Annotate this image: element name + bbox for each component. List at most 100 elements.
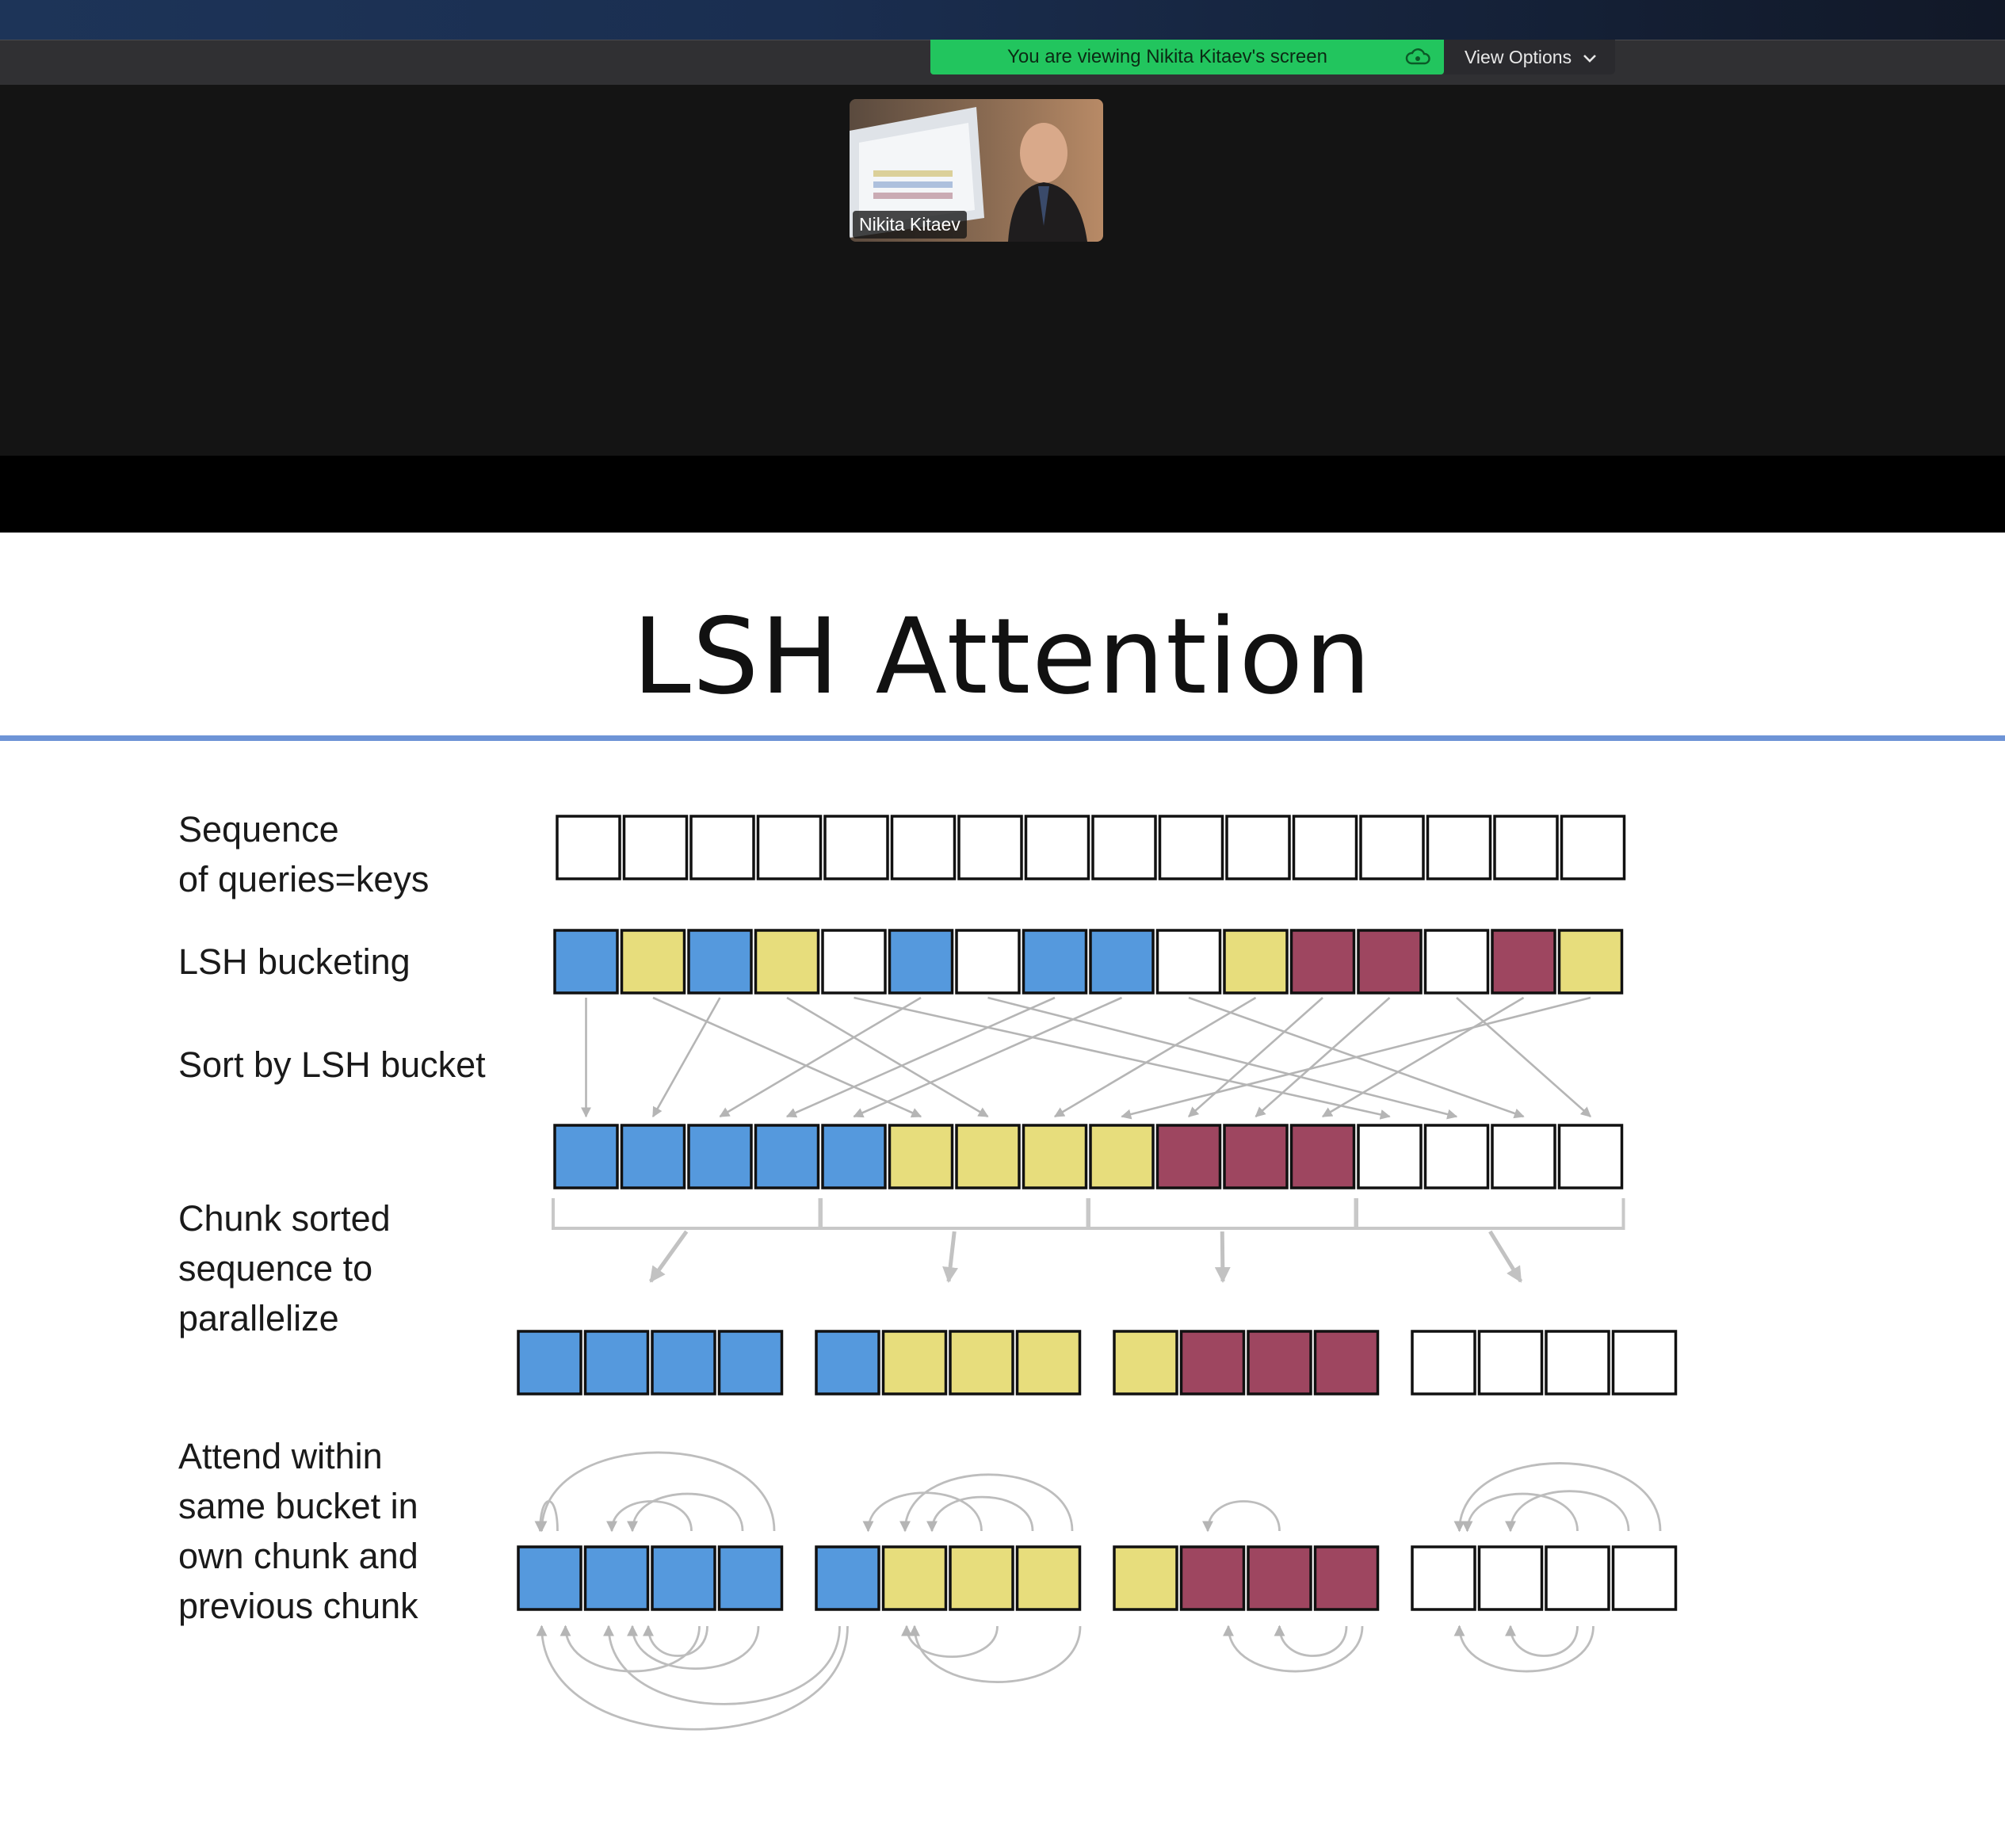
- bucketing-row-cell: [1155, 929, 1222, 995]
- bucketing-row-cell: [1223, 929, 1289, 995]
- chunk-row-cell: [717, 1330, 784, 1396]
- attend-row-cell: [1247, 1545, 1312, 1611]
- attention-arc: [901, 1625, 999, 1658]
- sequence-row-cell: [556, 815, 621, 880]
- label-line: previous chunk: [178, 1586, 418, 1626]
- attention-arc: [899, 1473, 1074, 1533]
- chunk-arrow: [1488, 1230, 1523, 1283]
- chunk-row-cell: [1411, 1330, 1476, 1396]
- sorted-row-cell: [1289, 1124, 1356, 1189]
- participant-name-label: Nikita Kitaev: [853, 211, 967, 239]
- attention-arc: [909, 1625, 1082, 1683]
- sequence-row-cell: [1024, 815, 1090, 880]
- attention-arc: [603, 1625, 841, 1705]
- sequence-row-cell: [622, 815, 689, 880]
- sort-arrow: [785, 996, 1056, 1118]
- chunk-row-cell: [881, 1330, 948, 1396]
- chunk-row-cell: [651, 1330, 716, 1396]
- sequence-row-cell: [1091, 815, 1157, 880]
- attention-arc: [926, 1495, 1034, 1533]
- attend-row-cell: [1313, 1545, 1380, 1611]
- view-options-button[interactable]: View Options: [1444, 40, 1615, 74]
- chunk-row-cell: [1477, 1330, 1544, 1396]
- sort-arrow: [652, 996, 922, 1118]
- title-underline: [0, 735, 2005, 741]
- attend-row-cell: [1477, 1545, 1544, 1611]
- sorted-row-cell: [754, 1124, 820, 1189]
- attention-arc: [627, 1492, 744, 1533]
- bucketing-row-cell: [1089, 929, 1155, 995]
- chunk-row-cell: [1313, 1330, 1380, 1396]
- label-line: same bucket in: [178, 1486, 418, 1526]
- bucketing-row-cell: [955, 929, 1021, 995]
- bucketing-row-cell: [1423, 929, 1490, 995]
- sequence-row-cell: [1292, 815, 1358, 880]
- view-options-label: View Options: [1465, 46, 1572, 67]
- bucketing-row-cell: [553, 929, 619, 995]
- chunk-row-cell: [949, 1330, 1014, 1396]
- bucketing-row-cell: [687, 929, 753, 995]
- chunk-row-cell: [1179, 1330, 1246, 1396]
- chunk-bracket: [819, 1198, 1090, 1230]
- sorted-row-cell: [553, 1124, 619, 1189]
- sorted-row-cell: [1022, 1124, 1088, 1189]
- sequence-row-cell: [1560, 815, 1626, 880]
- attention-arc: [627, 1625, 760, 1670]
- chevron-down-icon: [1583, 47, 1597, 68]
- bucketing-row-cell: [1022, 929, 1088, 995]
- sequence-row-cell: [890, 815, 957, 880]
- sort-arrow: [853, 996, 1123, 1118]
- label-line: own chunk and: [178, 1536, 418, 1576]
- label-line: Chunk sorted: [178, 1198, 391, 1239]
- label-line: sequence to: [178, 1248, 373, 1289]
- sort-arrow: [1188, 997, 1323, 1117]
- attention-arc: [1453, 1462, 1662, 1533]
- attend-row-cell: [651, 1545, 716, 1611]
- chunk-arrow: [1214, 1231, 1231, 1283]
- attention-arc: [606, 1500, 693, 1533]
- screen-share-banner: You are viewing Nikita Kitaev's screen: [930, 40, 1444, 74]
- sorted-row-cell: [1423, 1124, 1490, 1189]
- label-line: parallelize: [178, 1298, 339, 1338]
- bucketing-row-cell: [821, 929, 887, 995]
- sorted-row-cell: [821, 1124, 887, 1189]
- chunk-arrow: [648, 1230, 689, 1283]
- sort-arrow: [1188, 996, 1525, 1119]
- slide-title: LSH Attention: [632, 596, 1373, 718]
- bucketing-row-cell: [1289, 929, 1356, 995]
- label-sequence: Sequence of queries=keys: [178, 804, 429, 904]
- attend-row-cell: [583, 1545, 650, 1611]
- attention-arc: [1505, 1625, 1579, 1657]
- attend-row-cell: [1411, 1545, 1476, 1611]
- sorted-row-cell: [620, 1124, 686, 1189]
- sorted-row-cell: [1089, 1124, 1155, 1189]
- chunk-arrow: [942, 1231, 958, 1283]
- chunk-bracket: [1355, 1198, 1625, 1230]
- attention-arc: [559, 1625, 701, 1673]
- label-sort: Sort by LSH bucket: [178, 1044, 486, 1085]
- bucketing-row-cell: [1357, 929, 1423, 995]
- sorted-row-cell: [1155, 1124, 1222, 1189]
- chunk-row-cell: [1113, 1330, 1178, 1396]
- label-attend: Attend within same bucket in own chunk a…: [178, 1431, 418, 1631]
- attention-arc: [643, 1625, 708, 1657]
- attention-arc: [536, 1625, 849, 1731]
- screen-share-letterbox: [0, 456, 2005, 533]
- sequence-row-cell: [1225, 815, 1291, 880]
- label-line: Attend within: [178, 1436, 383, 1476]
- bucketing-row-cell: [1557, 929, 1624, 995]
- sort-arrow: [786, 996, 989, 1118]
- sequence-row-cell: [1426, 815, 1492, 880]
- sort-arrow: [987, 996, 1458, 1120]
- participant-video-tile[interactable]: Nikita Kitaev: [850, 99, 1103, 242]
- shared-slide: LSH Attention Sequence of queries=keys L…: [0, 533, 2005, 1848]
- label-line: Sequence: [178, 809, 339, 850]
- sequence-row-cell: [1158, 815, 1224, 880]
- chunk-row-cell: [517, 1330, 582, 1396]
- sort-arrow: [651, 997, 721, 1118]
- attention-arc: [1453, 1625, 1594, 1673]
- cloud-recording-icon[interactable]: [1404, 47, 1431, 73]
- attention-arc: [1505, 1490, 1630, 1533]
- label-bucketing: LSH bucketing: [178, 941, 411, 982]
- attend-row-cell: [717, 1545, 784, 1611]
